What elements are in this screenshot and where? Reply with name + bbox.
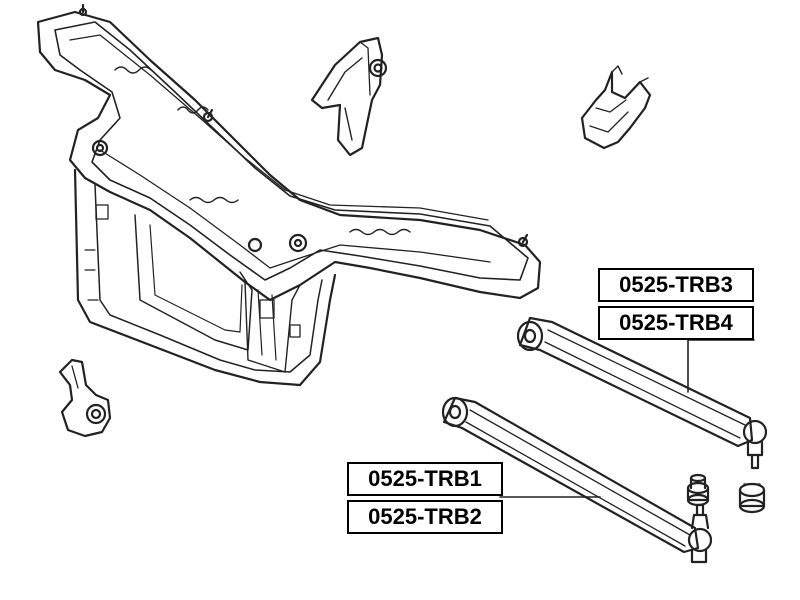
mount-bracket-center <box>310 36 388 157</box>
upper-link-arm <box>516 316 768 470</box>
part-label-trb2: 0525-TRB2 <box>347 500 503 534</box>
leader-line-upper <box>687 339 755 393</box>
bushing-left <box>686 473 710 507</box>
part-label-trb3: 0525-TRB3 <box>598 268 754 302</box>
bushing-right <box>738 482 766 514</box>
rear-subframe <box>36 3 542 387</box>
mount-bracket-right <box>580 65 652 150</box>
part-label-trb4: 0525-TRB4 <box>598 306 754 340</box>
part-label-trb1: 0525-TRB1 <box>347 462 503 496</box>
lower-link-arm <box>441 396 713 564</box>
mount-bracket-left <box>58 358 112 438</box>
